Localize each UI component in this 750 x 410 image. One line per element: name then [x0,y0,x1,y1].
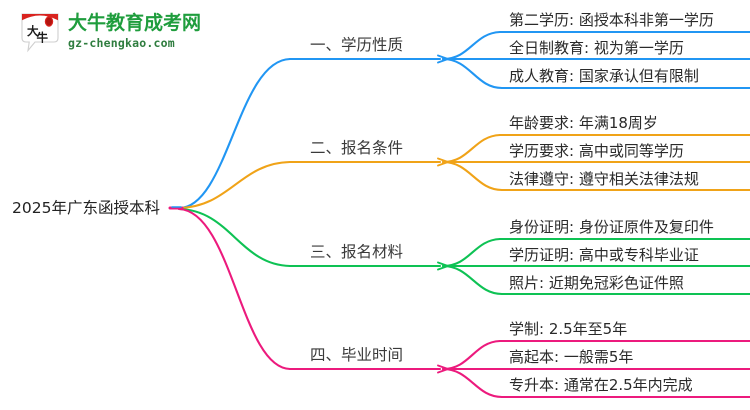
leaf-label-2-2[interactable]: 学历要求: 高中或同等学历 [509,142,684,160]
leaf-label-3-3[interactable]: 照片: 近期免冠彩色证件照 [509,274,684,292]
svg-text:牛: 牛 [37,31,49,45]
leaf-label-3-2[interactable]: 学历证明: 高中或专科毕业证 [509,246,699,264]
leaf-label-1-2[interactable]: 全日制教育: 视为第一学历 [509,39,684,57]
leaf-label-4-2[interactable]: 高起本: 一般需5年 [509,348,634,366]
leaf-label-1-3[interactable]: 成人教育: 国家承认但有限制 [509,67,699,85]
root-connector-point [168,206,184,210]
branch-wire-1 [177,30,750,210]
speech-bubble-daniu-logo-icon: 大 牛 [21,13,59,53]
branch-wire-4 [177,207,750,399]
branch-wire-2 [177,133,750,210]
leaf-label-2-3[interactable]: 法律遵守: 遵守相关法律法规 [509,170,699,188]
branch-label-2[interactable]: 二、报名条件 [310,139,404,157]
leaf-label-4-1[interactable]: 学制: 2.5年至5年 [509,320,628,338]
site-logo: 大 牛 大牛教育成考网 gz-chengkao.com [18,9,248,59]
leaf-label-4-3[interactable]: 专升本: 通常在2.5年内完成 [509,376,693,394]
branch-label-4[interactable]: 四、毕业时间 [310,346,404,364]
leaf-label-1-1[interactable]: 第二学历: 函授本科非第一学历 [509,11,714,29]
root-node-label[interactable]: 2025年广东函授本科 [12,199,160,217]
logo-text: 大牛教育成考网 gz-chengkao.com [68,11,201,51]
branch-label-1[interactable]: 一、学历性质 [310,36,404,54]
leaf-label-2-1[interactable]: 年龄要求: 年满18周岁 [509,114,658,132]
branch-label-3[interactable]: 三、报名材料 [310,243,404,261]
logo-subtitle: gz-chengkao.com [68,36,175,50]
leaf-label-3-1[interactable]: 身份证明: 身份证原件及复印件 [509,218,714,236]
svg-text:大: 大 [27,24,39,38]
branch-wire-3 [177,207,750,296]
logo-title: 大牛教育成考网 [68,12,202,34]
